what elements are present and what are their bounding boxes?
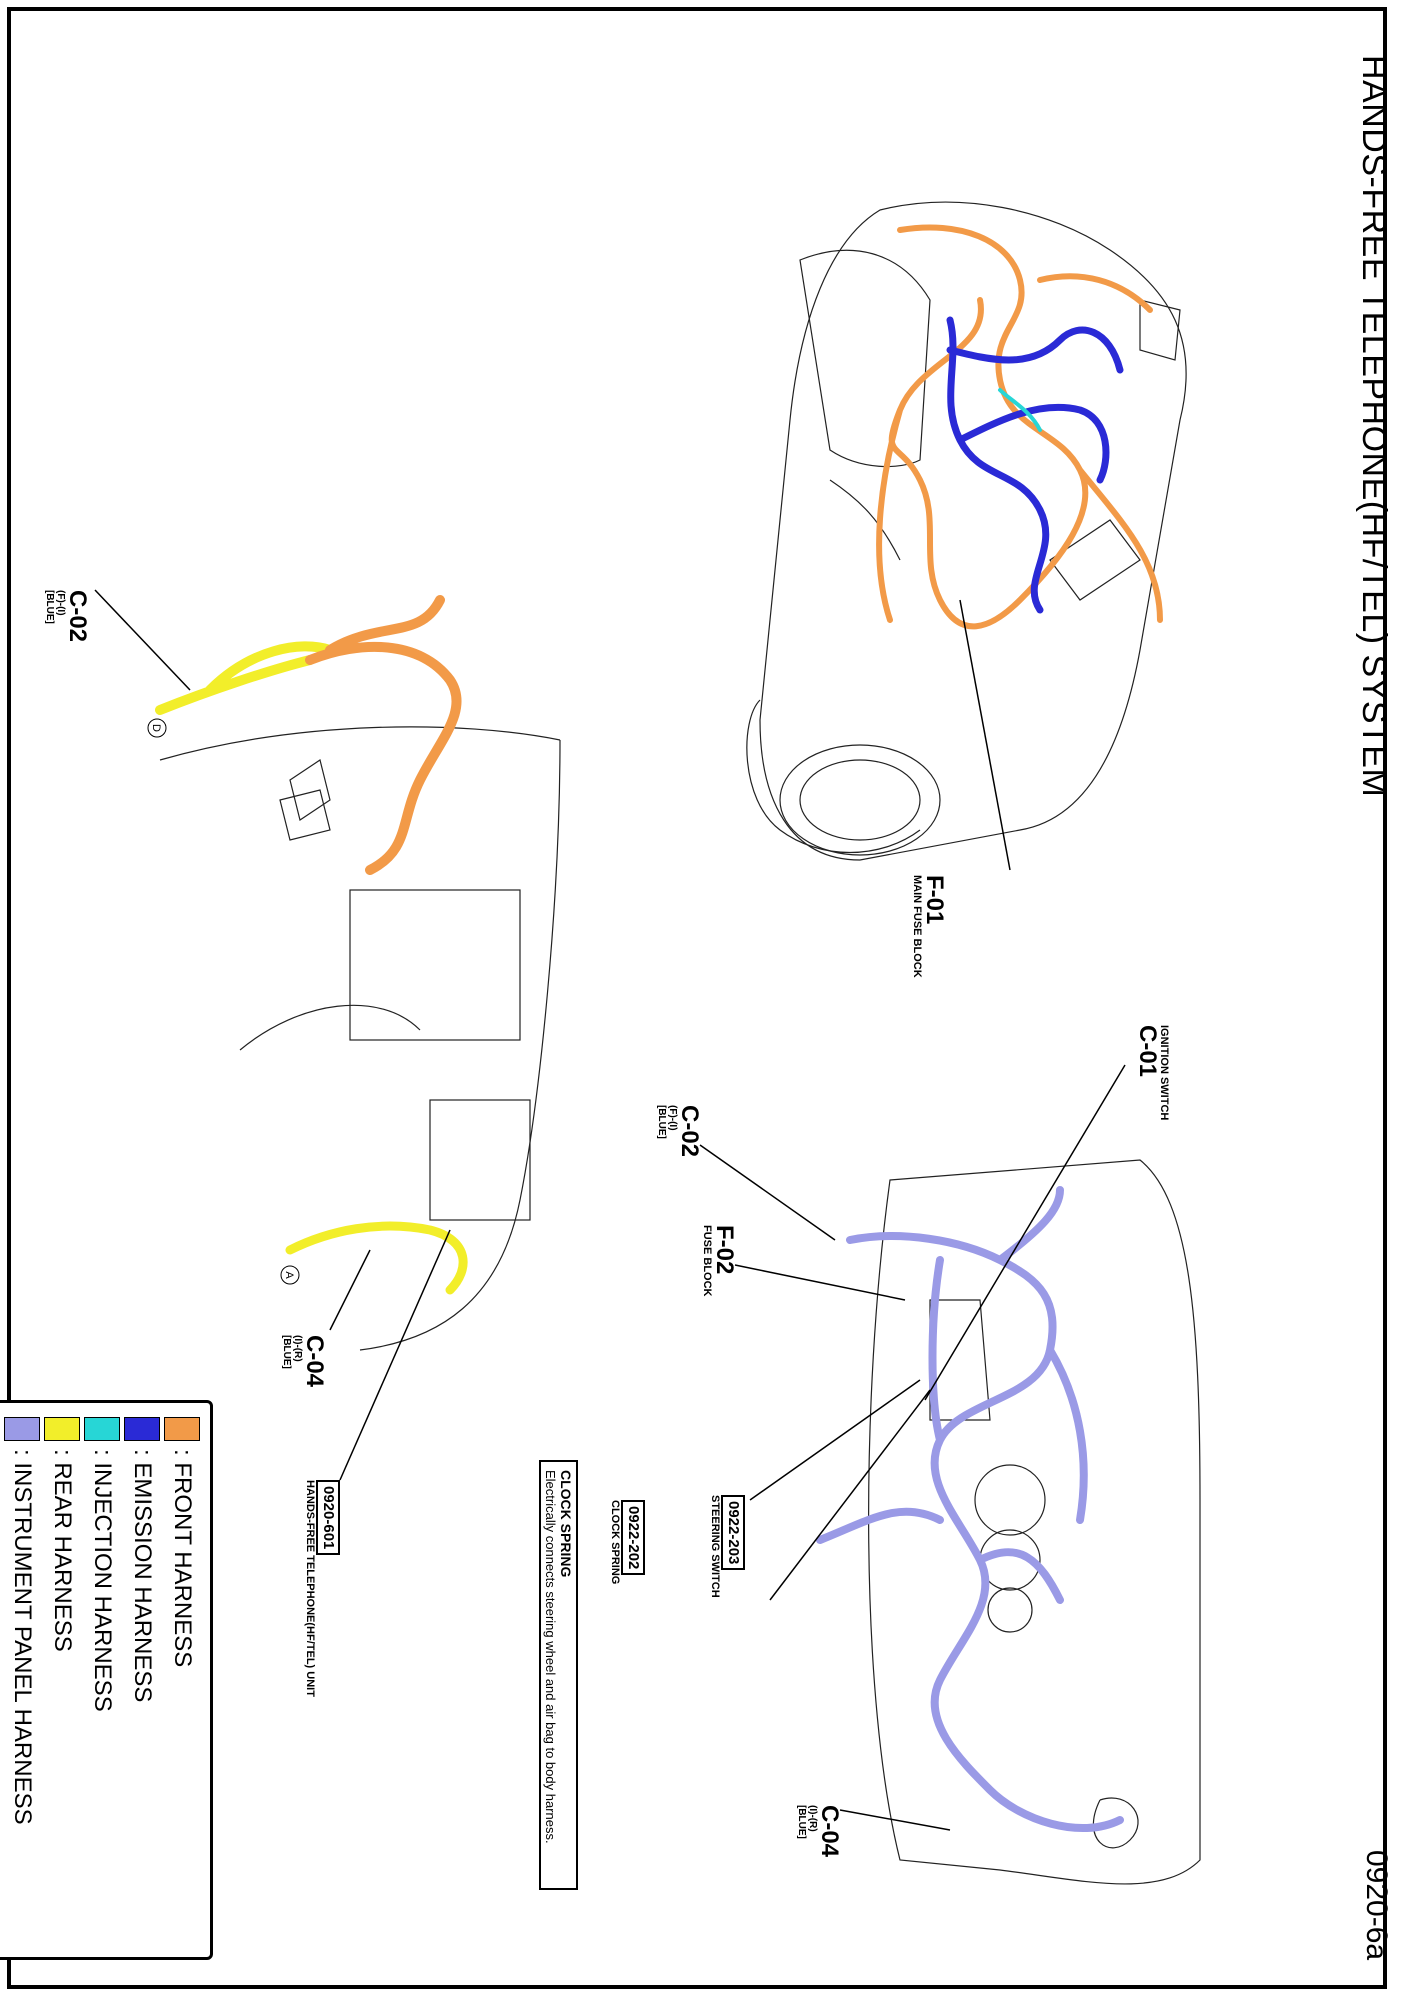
steering-switch-code: 0922-203 xyxy=(721,1495,745,1571)
clock-spring-note-title: CLOCK SPRING xyxy=(558,1470,574,1578)
legend-label-instrument: : INSTRUMENT PANEL HARNESS xyxy=(9,1449,36,1825)
legend-swatch-instrument xyxy=(4,1417,40,1441)
c04-right-label: C-04 (I)-(R) [BLUE] xyxy=(796,1805,843,1858)
legend-rows: : FRONT HARNESS : EMISSION HARNESS : INJEC… xyxy=(2,1417,202,1943)
legend-label-front: : FRONT HARNESS xyxy=(169,1449,196,1668)
clock-spring-note: CLOCK SPRING Electrically connects steer… xyxy=(539,1460,578,1890)
legend-label-rear: : REAR HARNESS xyxy=(49,1449,76,1652)
legend-item-injection: : INJECTION HARNESS xyxy=(82,1417,122,1943)
legend-label-emission: : EMISSION HARNESS xyxy=(129,1449,156,1703)
cockpit-harness xyxy=(155,595,468,1295)
steering-switch-label: 0922-203 STEERING SWITCH xyxy=(709,1495,745,1598)
rear-harness-lower-path xyxy=(285,1221,468,1295)
legend-item-rear: : REAR HARNESS xyxy=(42,1417,82,1943)
c04-right-id: C-04 xyxy=(816,1805,843,1858)
leader-lines xyxy=(94,589,1126,1831)
legend-swatch-rear xyxy=(44,1417,80,1441)
injection-harness-path xyxy=(998,388,1042,432)
marker-a: A xyxy=(280,1265,300,1285)
instrument-panel-illustration xyxy=(868,1159,1201,1885)
f01-id: F-01 xyxy=(921,875,948,925)
legend-item-emission: : EMISSION HARNESS xyxy=(122,1417,162,1943)
clock-spring-label: 0922-202 CLOCK SPRING xyxy=(609,1500,645,1584)
harness-legend: : FRONT HARNESS : EMISSION HARNESS : INJEC… xyxy=(0,1400,213,1960)
cockpit-illustration xyxy=(159,726,561,1351)
front-harness-left-path xyxy=(305,595,462,875)
c02-left-color: [BLUE] xyxy=(44,590,55,624)
legend-swatch-emission xyxy=(124,1417,160,1441)
legend-label-injection: : INJECTION HARNESS xyxy=(89,1449,116,1712)
hf-unit-name: HANDS-FREE TELEPHONE(HF/TEL) UNIT xyxy=(304,1480,316,1697)
engine-bay-harness xyxy=(876,224,1163,630)
c02-left-id: C-02 xyxy=(64,590,91,643)
emission-harness-path xyxy=(946,316,1124,614)
hf-unit-label: 0920-601 HANDS-FREE TELEPHONE(HF/TEL) UN… xyxy=(304,1480,340,1697)
clock-spring-code: 0922-202 xyxy=(621,1500,645,1576)
legend-swatch-injection xyxy=(84,1417,120,1441)
c02-right-id: C-02 xyxy=(676,1105,703,1158)
page-code: 0920-6a xyxy=(1360,1850,1393,1961)
page-frame xyxy=(7,7,1387,1989)
c04-left-label: C-04 (I)-(R) [BLUE] xyxy=(281,1335,328,1388)
c04-left-color: [BLUE] xyxy=(281,1335,292,1369)
clock-spring-name: CLOCK SPRING xyxy=(609,1500,621,1585)
f02-label: F-02 FUSE BLOCK xyxy=(701,1225,738,1297)
clock-spring-note-text: Electrically connects steering wheel and… xyxy=(543,1470,558,1844)
c01-id: C-01 xyxy=(1134,1025,1161,1078)
page-title: HANDS-FREE TELEPHONE(HF/TEL) SYSTEM xyxy=(1355,55,1393,798)
f02-id: F-02 xyxy=(711,1225,738,1275)
marker-d-text: D xyxy=(150,724,162,732)
c01-label: IGNITION SWITCH C-01 xyxy=(1134,1025,1170,1120)
marker-a-text: A xyxy=(283,1271,295,1279)
instrument-harness-path xyxy=(816,1186,1124,1832)
front-harness-path xyxy=(876,224,1163,630)
f01-name: MAIN FUSE BLOCK xyxy=(911,875,923,978)
legend-swatch-front xyxy=(164,1417,200,1441)
engine-bay-illustration xyxy=(746,201,1187,861)
c04-right-color: [BLUE] xyxy=(796,1805,807,1839)
f02-name: FUSE BLOCK xyxy=(701,1225,713,1297)
steering-switch-name: STEERING SWITCH xyxy=(709,1495,721,1598)
instrument-panel-harness xyxy=(816,1186,1124,1832)
c02-left-label: C-02 (F)-(I) [BLUE] xyxy=(44,590,91,643)
c04-left-id: C-04 xyxy=(301,1335,328,1388)
legend-item-front: : FRONT HARNESS xyxy=(162,1417,202,1943)
marker-d: D xyxy=(147,718,167,738)
c02-right-color: [BLUE] xyxy=(656,1105,667,1139)
legend-item-instrument: : INSTRUMENT PANEL HARNESS xyxy=(2,1417,42,1943)
rear-harness-left-path xyxy=(155,641,335,715)
f01-label: F-01 MAIN FUSE BLOCK xyxy=(911,875,948,978)
hf-unit-code: 0920-601 xyxy=(316,1480,340,1556)
c02-right-label: C-02 (F)-(I) [BLUE] xyxy=(656,1105,703,1158)
